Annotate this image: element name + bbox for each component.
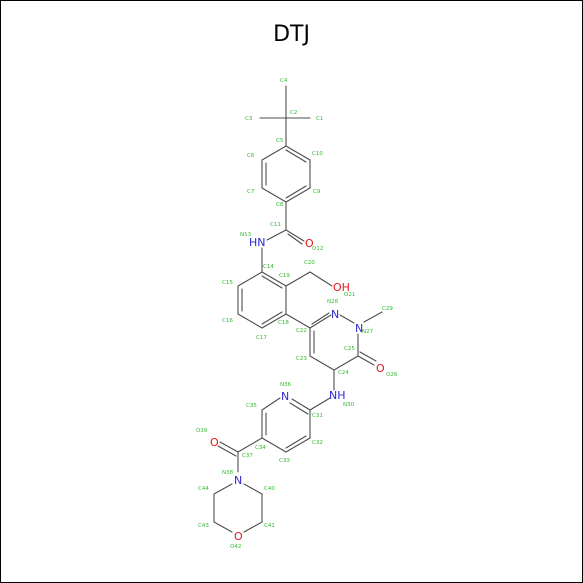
atom-label: C40 [264,486,275,492]
atom-label: N36 [280,382,292,388]
ketone-o-label: O [376,362,385,375]
atom-labels: C4 C2 C3 C1 C5 C6 C10 C7 C9 C8 C11 N13 O… [196,78,398,550]
atom-label: C18 [278,320,289,326]
atom-label: C31 [312,413,323,419]
atom-label: N38 [222,470,234,476]
atom-label: C24 [338,370,349,376]
atom-label: C29 [382,306,393,312]
pyridazine-n-label: N [355,322,363,335]
atom-label: C20 [304,260,315,266]
atom-label: C44 [198,486,209,492]
atom-label: C5 [276,138,284,144]
atom-label: C35 [246,403,257,409]
atom-label: C1 [316,116,323,122]
atom-label: C4 [280,78,288,84]
atom-label: O21 [344,292,355,298]
atom-label: O12 [312,246,323,252]
heteroatom-labels: HN O OH N N O NH N O N O [210,236,385,543]
hydroxyl-label: OH [333,281,350,294]
molecule-title: DTJ [273,22,310,47]
morpholine-o-label: O [234,530,243,543]
amine-nh-label: NH [329,389,346,402]
amide-nh-label: HN [249,236,266,249]
bonds [213,85,383,533]
amide-o-label: O [305,237,314,250]
atom-label: C11 [270,222,281,228]
atom-label: C25 [344,346,355,352]
atom-label: O39 [196,428,208,434]
atom-label: C19 [279,273,290,279]
atom-label: O42 [230,544,241,550]
carbonyl-o-label: O [210,436,219,449]
atom-label: C37 [242,453,253,459]
atom-label: C32 [312,440,323,446]
atom-label: C22 [296,328,307,334]
atom-label: C3 [245,116,253,122]
atom-label: N30 [343,402,355,408]
atom-label: C23 [296,356,307,362]
atom-label: N27 [362,329,374,335]
atom-label: C7 [247,189,255,195]
atom-label: C16 [222,318,233,324]
atom-label: C33 [279,458,290,464]
atom-label: C6 [247,153,255,159]
atom-label: N13 [240,232,252,238]
atom-label: C43 [198,523,209,529]
atom-label: C10 [312,151,323,157]
atom-label: C34 [255,445,266,451]
atom-label: C41 [264,523,275,529]
atom-label: N28 [327,299,339,305]
atom-label: C17 [256,335,267,341]
atom-label: C8 [276,202,284,208]
morpholine-n-label: N [234,474,242,487]
pyridazine-n-label: N [331,308,339,321]
pyridine-n-label: N [281,390,289,403]
atom-label: O26 [386,372,398,378]
atom-label: C14 [263,264,274,270]
atom-label: C15 [222,280,233,286]
atom-label: C9 [313,189,321,195]
atom-label: C2 [290,110,297,116]
